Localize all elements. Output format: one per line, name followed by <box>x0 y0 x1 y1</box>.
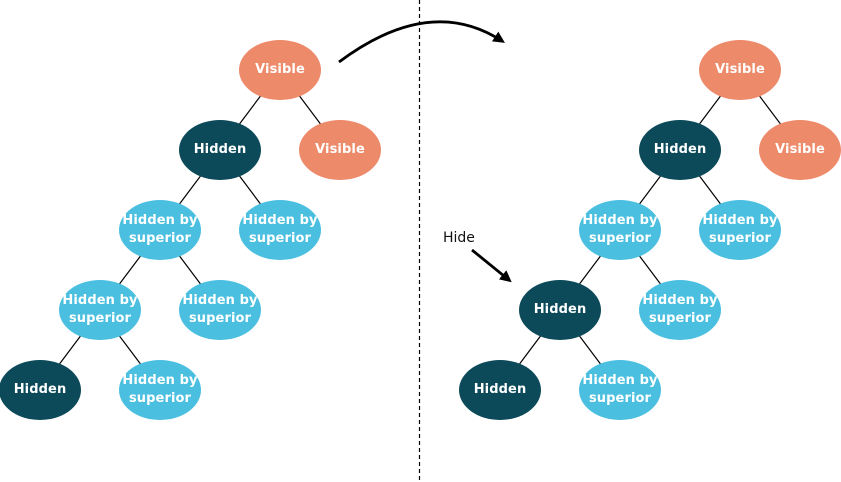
tree-node-before-hidden_by_superior-5: Hidden by superior <box>59 280 141 340</box>
tree-node-after-hidden-7: Hidden <box>459 360 541 420</box>
tree-node-after-visible-0: Visible <box>699 40 781 100</box>
tree-node-before-hidden_by_superior-4: Hidden by superior <box>239 200 321 260</box>
transition-arrow <box>338 20 505 64</box>
tree-node-before-hidden_by_superior-3: Hidden by superior <box>119 200 201 260</box>
tree-node-after-hidden_by_superior-6: Hidden by superior <box>639 280 721 340</box>
tree-node-after-hidden_by_superior-3: Hidden by superior <box>579 200 661 260</box>
tree-node-after-hidden_by_superior-8: Hidden by superior <box>579 360 661 420</box>
tree-node-before-hidden-1: Hidden <box>179 120 261 180</box>
tree-node-after-hidden_by_superior-4: Hidden by superior <box>699 200 781 260</box>
tree-node-after-hidden-5: Hidden <box>519 280 601 340</box>
tree-node-before-hidden_by_superior-6: Hidden by superior <box>179 280 261 340</box>
tree-node-before-visible-2: Visible <box>299 120 381 180</box>
tree-node-before-hidden-7: Hidden <box>0 360 81 420</box>
tree-node-before-visible-0: Visible <box>239 40 321 100</box>
hide-label: Hide <box>443 230 475 246</box>
hide-arrow <box>471 248 512 283</box>
tree-node-before-hidden_by_superior-8: Hidden by superior <box>119 360 201 420</box>
tree-node-after-hidden-1: Hidden <box>639 120 721 180</box>
tree-node-after-visible-2: Visible <box>759 120 841 180</box>
